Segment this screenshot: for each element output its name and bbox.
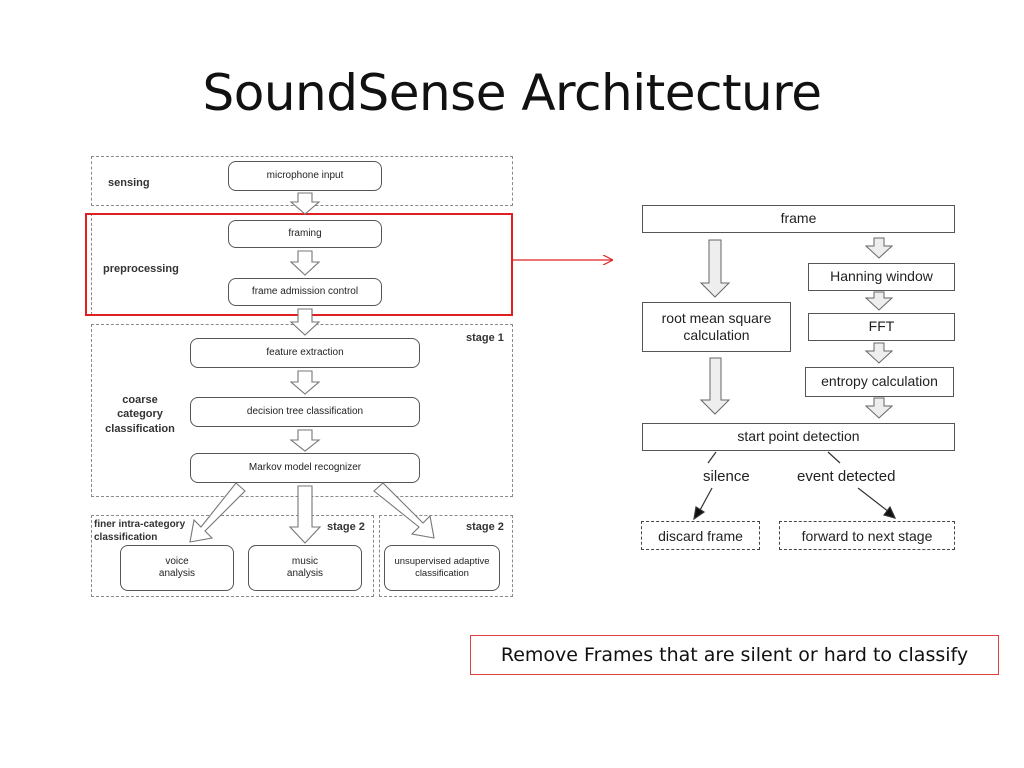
stage1-label: stage 1 [466,332,504,344]
music-analysis-box: music analysis [248,545,362,591]
voice-analysis-box: voice analysis [120,545,234,591]
finer-classification-label: finer intra-category classification [94,519,186,543]
forward-to-next-stage-box: forward to next stage [779,521,955,550]
decision-tree-box: decision tree classification [190,397,420,427]
framing-box: framing [228,220,382,248]
silence-label: silence [703,468,750,485]
feature-extraction-box: feature extraction [190,338,420,368]
event-detected-label: event detected [797,468,896,485]
arrow-down-icon [699,239,731,298]
branch-lines [693,451,897,521]
microphone-input-box: microphone input [228,161,382,191]
arrow-down-icon [864,237,894,259]
start-point-detection-box: start point detection [642,423,955,451]
fft-box: FFT [808,313,955,341]
discard-frame-box: discard frame [641,521,760,550]
hanning-window-box: Hanning window [808,263,955,291]
unsupervised-classification-box: unsupervised adaptive classification [384,545,500,591]
entropy-calculation-box: entropy calculation [805,367,954,397]
frame-admission-control-box: frame admission control [228,278,382,306]
frame-box: frame [642,205,955,233]
coarse-classification-label: coarse category classification [105,394,175,435]
arrow-down-icon [699,357,731,415]
arrow-down-icon [864,342,894,364]
arrow-head-icon [693,506,706,521]
arrow-down-icon [864,291,894,311]
sensing-label: sensing [108,177,150,189]
stage2-panel-b [379,515,513,597]
preprocessing-highlight [85,213,513,316]
preprocessing-label: preprocessing [103,263,179,275]
rms-calculation-box: root mean square calculation [642,302,791,352]
note-box: Remove Frames that are silent or hard to… [470,635,999,675]
stage2-label-a: stage 2 [327,521,365,533]
arrow-down-icon [864,397,894,419]
slide-title: SoundSense Architecture [202,64,822,122]
markov-recognizer-box: Markov model recognizer [190,453,420,483]
arrow-head-icon [882,505,897,519]
stage2-label-b: stage 2 [466,521,504,533]
